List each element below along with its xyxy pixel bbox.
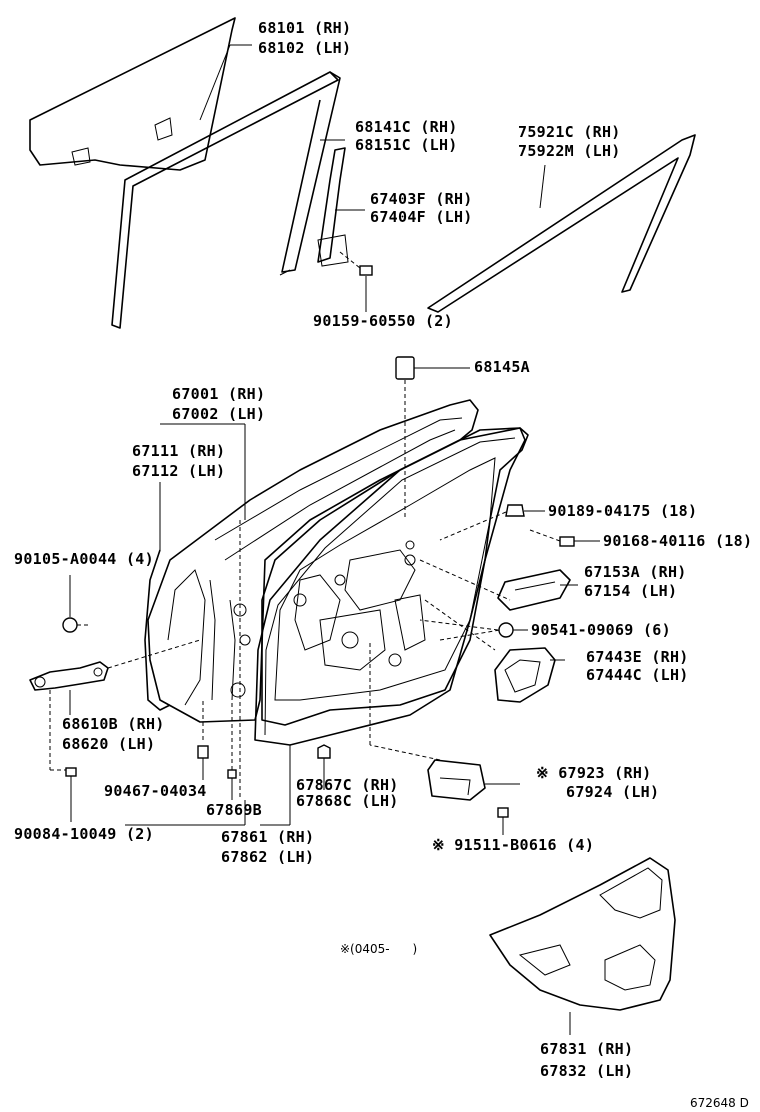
block-icon [369,640,520,835]
hole-cover [144,549,171,711]
label-cover-lh: 67444C (LH) [586,666,689,684]
label-cover-rh: 67443E (RH) [586,648,689,666]
panel-leaders [159,423,246,800]
label-strip-lh: 67868C (LH) [296,792,399,810]
label-block-lh: 67924 (LH) [566,783,660,801]
label-bolt-a: 90467-04034 [104,782,207,800]
bracket-icon [497,569,578,611]
label-panel-rh: 67001 (RH) [172,385,266,403]
label-nut: 90541-09069 (6) [531,621,671,639]
label-run-lh: 68151C (LH) [355,136,458,154]
label-clip-a: 90105-A0044 (4) [14,550,154,568]
date-note: ※(0405- ) [340,942,418,956]
door-seal [254,427,529,746]
dash-lines [419,559,511,651]
cushion-icon [395,356,470,520]
label-weather: 67869B [206,801,262,819]
label-bracket-lh: 67154 (LH) [584,582,678,600]
cover-icon [494,647,565,703]
label-frame-lh: 75922M (LH) [518,142,621,160]
sash-channel [317,147,349,267]
frame-moulding [427,134,696,313]
label-sheet-rh: 67831 (RH) [540,1040,634,1058]
door-glass [29,17,236,171]
label-glass-rh: 68101 (RH) [258,19,352,37]
label-sheet-lh: 67832 (LH) [540,1062,634,1080]
label-sash-lh: 67404F (LH) [370,208,473,226]
label-clip-b: 90189-04175 (18) [548,502,698,520]
clip-icon [62,575,90,633]
label-screw-a: 90159-60550 (2) [313,312,453,330]
label-bolt-b: 90084-10049 (2) [14,825,154,843]
strip-clip-icon [317,744,331,790]
clip-right-icon [439,504,600,547]
bolt-small-icon [197,700,237,800]
label-run-rh: 68141C (RH) [355,118,458,136]
label-strip-rh: 67867C (RH) [296,776,399,794]
footer-code: 672648 D [690,1096,749,1110]
label-screw-b: 90168-40116 (18) [603,532,753,550]
nut-icon [419,619,528,638]
label-seal-rh: 67861 (RH) [221,828,315,846]
label-block-rh: ※ 67923 (RH) [536,764,652,782]
label-bracket-rh: 67153A (RH) [584,563,687,581]
label-hole-rh: 67111 (RH) [132,442,226,460]
label-glass-lh: 68102 (LH) [258,39,352,57]
label-cushion: 68145A [474,358,530,376]
label-seal-lh: 67862 (LH) [221,848,315,866]
sheet-icon [489,857,676,1035]
label-panel-lh: 67002 (LH) [172,405,266,423]
bolt-icon [50,767,77,822]
top-leaders [199,44,546,211]
label-sash-rh: 67403F (RH) [370,190,473,208]
label-check-lh: 68620 (LH) [62,735,156,753]
seal-leaders [125,745,291,826]
label-screw-c: ※ 91511-B0616 (4) [432,836,595,854]
label-frame-rh: 75921C (RH) [518,123,621,141]
door-check-icon [29,639,201,770]
label-check-rh: 68610B (RH) [62,715,165,733]
screw-icon [339,251,373,312]
label-hole-lh: 67112 (LH) [132,462,226,480]
window-run [111,71,341,329]
